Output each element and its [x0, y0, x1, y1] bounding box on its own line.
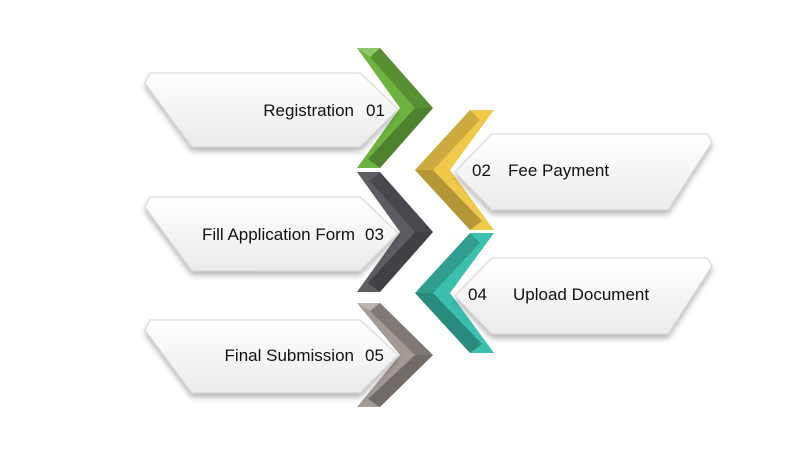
chevron-02 — [415, 110, 494, 230]
step-05-number: 05 — [365, 346, 384, 365]
card-04 — [454, 257, 713, 335]
chevron-01 — [357, 48, 433, 168]
step-03-label: Fill Application Form — [202, 225, 355, 244]
chevron-03 — [357, 172, 433, 292]
card-03 — [144, 196, 399, 272]
chevron-05 — [357, 303, 433, 407]
chevron-column — [357, 48, 494, 407]
step-03-number: 03 — [365, 225, 384, 244]
chevron-04 — [415, 233, 494, 353]
step-01-number: 01 — [366, 101, 385, 120]
card-01 — [144, 72, 399, 148]
step-05-label: Final Submission — [225, 346, 354, 365]
step-04-label: Upload Document — [513, 285, 649, 304]
step-04-number: 04 — [468, 285, 487, 304]
step-02-label: Fee Payment — [508, 161, 609, 180]
card-02 — [454, 133, 713, 211]
card-05 — [144, 319, 399, 394]
step-01-label: Registration — [263, 101, 354, 120]
step-02-number: 02 — [472, 161, 491, 180]
